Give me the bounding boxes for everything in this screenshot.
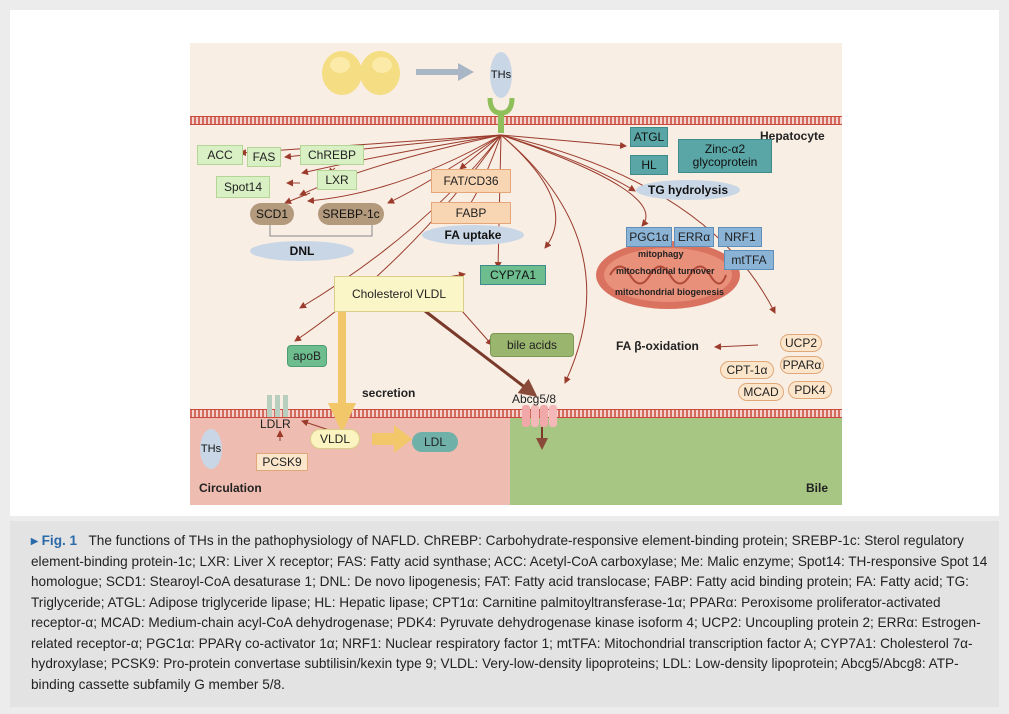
atgl-box: ATGL [630, 127, 668, 147]
caption-marker: ▸ [31, 533, 42, 548]
mttfa-box: mtTFA [724, 250, 774, 270]
cyp7a1-box: CYP7A1 [480, 265, 546, 285]
ldlr-label: LDLR [260, 417, 291, 431]
hepatocyte-membrane-top [190, 116, 842, 125]
tg-hydrolysis-label: TG hydrolysis [636, 180, 740, 200]
chrebp-box: ChREBP [300, 145, 364, 165]
fa-uptake-label: FA uptake [422, 225, 524, 245]
lxr-box: LXR [317, 170, 357, 190]
figure-caption: ▸ Fig. 1 The functions of THs in the pat… [10, 521, 999, 707]
mitophagy-label: mitophagy [638, 249, 684, 259]
mitochondrial-biogenesis-label: mitochondrial biogenesis [615, 287, 725, 297]
ths-top-label: THs [490, 69, 512, 81]
ldl-particle: LDL [412, 432, 458, 452]
bile-acids-box: bile acids [490, 333, 574, 357]
abcg5-8-label: Abcg5/8 [512, 392, 557, 406]
hepatocyte-membrane-bottom [190, 409, 842, 418]
nrf1-box: NRF1 [718, 227, 762, 247]
fat-cd36-box: FAT/CD36 [431, 169, 511, 193]
fas-box: FAS [247, 147, 281, 167]
cholesterol-vldl-box: Cholesterol VLDL [334, 276, 464, 312]
pgc1a-box: PGC1α [626, 227, 672, 247]
secretion-to-liver-arrow [416, 63, 474, 81]
fabp-box: FABP [431, 202, 511, 224]
figure-panel: THs Hepatocyte ACC FAS ChREBP LXR Spot14… [10, 10, 999, 516]
mcad-box: MCAD [738, 383, 784, 401]
ths-top-molecule: THs [490, 52, 512, 98]
erra-box: ERRα [674, 227, 714, 247]
secretion-label: secretion [362, 386, 416, 400]
caption-body: The functions of THs in the pathophysiol… [31, 533, 988, 692]
fa-beta-oxidation-label: FA β-oxidation [616, 339, 699, 353]
abcg-transporter-icon [522, 405, 557, 427]
nafld-diagram: THs Hepatocyte ACC FAS ChREBP LXR Spot14… [190, 43, 842, 505]
circulation-region [190, 412, 510, 505]
ths-circulation-molecule: THs [200, 429, 222, 469]
zinc-alpha2-glycoprotein-box: Zinc-α2 glycoprotein [678, 139, 772, 173]
cpt1a-box: CPT-1α [720, 361, 774, 379]
pdk4-box: PDK4 [788, 381, 832, 399]
ldlr-receptor-icon [267, 395, 288, 417]
pathway-arrows [239, 51, 776, 453]
ucp2-box: UCP2 [780, 334, 822, 352]
apob-box: apoB [287, 345, 327, 367]
dnl-label: DNL [250, 241, 354, 261]
circulation-label: Circulation [199, 481, 262, 495]
acc-box: ACC [197, 145, 243, 165]
caption-text-block: ▸ Fig. 1 The functions of THs in the pat… [31, 531, 989, 695]
srebp1c-box: SREBP-1c [318, 203, 384, 225]
ppara-box: PPARα [780, 356, 824, 374]
bile-label: Bile [806, 481, 829, 495]
scd1-box: SCD1 [250, 203, 294, 225]
hepatocyte-label: Hepatocyte [760, 129, 825, 143]
hl-box: HL [630, 155, 668, 175]
caption-figure-number: Fig. 1 [41, 533, 78, 548]
spot14-box: Spot14 [216, 176, 270, 198]
mitochondrial-turnover-label: mitochondrial turnover [616, 266, 715, 276]
pcsk9-box: PCSK9 [256, 453, 308, 471]
vldl-particle: VLDL [310, 429, 360, 449]
thyroid-gland-icon [322, 51, 400, 95]
bile-region [510, 412, 842, 505]
mitochondrion-icon [596, 241, 740, 309]
th-receptor-icon [487, 97, 515, 116]
